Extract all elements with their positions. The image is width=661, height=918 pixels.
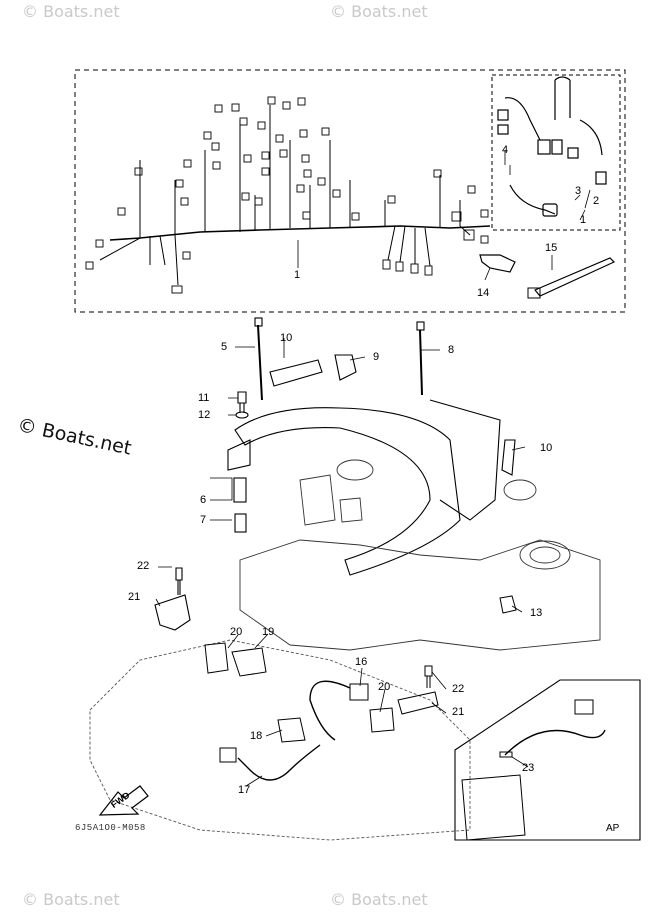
callout-18: 18 [250,730,263,742]
collar-part-6 [233,477,247,503]
battery-connector [574,699,594,715]
pad-part-10 [269,359,323,387]
callout-10: 10 [280,332,293,344]
cable-tie-head [527,287,541,299]
callout-8: 8 [448,344,455,356]
callout-6: 6 [200,494,207,506]
battery-inset [454,679,641,841]
sub-harness-parts [497,76,607,217]
watermark-text: © Boats.net [22,890,120,909]
lower-cowling-outline [89,639,471,841]
holder-left-tab [227,439,251,471]
callout-20-right: 20 [378,681,391,693]
callout-leaders [155,150,591,787]
callout-21: 21 [128,591,141,603]
left-bracket-parts [154,567,191,631]
harness-connectors [85,96,489,294]
rod-5-cap [254,317,263,327]
harness-lower-leads [99,225,471,286]
callout-12: 12 [198,409,211,421]
watermark-text: © Boats.net [330,2,428,21]
watermark-text: © Boats.net [330,890,428,909]
collar-part-7 [234,513,247,533]
grommet-part-18 [277,717,306,743]
bolt-part-22-left [175,567,183,595]
sub-assembly-dashed-frame [491,74,621,231]
clamp-part-14 [479,254,516,273]
fwd-arrow-icon [98,785,149,816]
bolt-part-22-right [424,665,433,688]
cable-tie-part-15 [534,257,616,297]
battery-lead-part-23 [504,729,606,756]
bolt-part-11 [237,391,247,413]
main-harness-trunk [109,225,491,241]
harness-dashed-frame [74,69,626,313]
callout-10-right: 10 [540,442,553,454]
callout-13: 13 [530,607,543,619]
bracket-part-21-right [397,691,439,715]
callout-3: 3 [575,185,582,197]
holder-bracket [234,407,461,576]
callout-20: 20 [230,626,243,638]
callout-2: 2 [593,195,600,207]
callout-14: 14 [477,287,490,299]
callout-9: 9 [373,351,380,363]
clip-part-9 [334,354,357,381]
cover-part-19 [231,647,267,677]
rod-part-5 [257,324,263,401]
clip-part-13 [499,595,517,614]
rod-8-cap [416,321,425,331]
harness-branches [139,105,461,238]
callout-21-right: 21 [452,706,465,718]
grommet-part-20-left [204,642,229,674]
watermark-text: © Boats.net [22,2,120,21]
callout-23: 23 [522,762,535,774]
callout-22: 22 [137,560,150,572]
callout-11: 11 [198,392,210,404]
sensor-lead-part-17 [237,680,351,781]
sensor-part-16 [349,683,369,701]
washer-part-12 [235,411,249,419]
pad-part-10-right [501,439,516,476]
wire-harness-group [74,69,626,313]
callout-22-right: 22 [452,683,465,695]
callout-4: 4 [502,144,509,156]
callout-19: 19 [262,626,275,638]
bracket-assembly [227,317,516,576]
callout-1: 1 [294,269,301,281]
corner-label: AP [606,823,620,834]
callout-7: 7 [200,514,207,526]
bracket-part-21-left [154,594,191,631]
callout-16: 16 [355,656,368,668]
callout-5: 5 [221,341,228,353]
rod-part-8 [419,329,423,396]
holder-right-frame [429,399,501,521]
grommet-part-20-right [369,707,395,733]
engine-block [239,459,601,651]
connector-part-17 [219,747,237,763]
drawing-code: 6J5A1O0-M058 [75,823,146,833]
callout-17: 17 [238,784,251,796]
battery-icon [461,774,526,841]
callout-15: 15 [545,242,558,254]
callout-1-sub: 1 [580,214,587,226]
battery-fuse [499,751,513,758]
